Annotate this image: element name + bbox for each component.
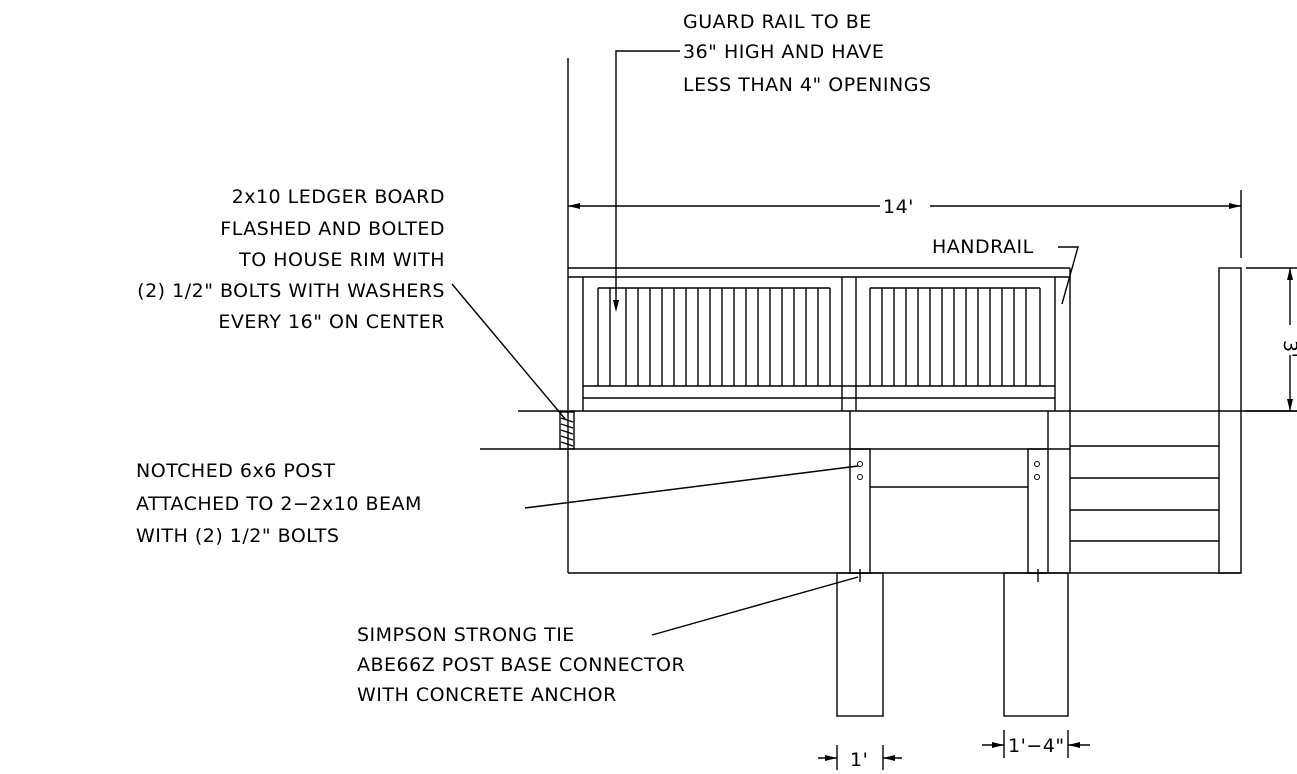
simpson-leader <box>651 576 859 636</box>
dimension-deck-width-label: 14' <box>883 196 914 218</box>
simpson-note: SIMPSON STRONG TIE ABE66Z POST BASE CONN… <box>357 576 859 706</box>
guard-rail-note-line-1: GUARD RAIL TO BE <box>683 11 872 33</box>
guard-rail-note-line-3: LESS THAN 4" OPENINGS <box>683 74 932 96</box>
simpson-note-line-3: WITH CONCRETE ANCHOR <box>357 684 617 706</box>
ledger-note-line-1: 2x10 LEDGER BOARD <box>232 186 445 208</box>
guard-rail-leader <box>615 50 680 308</box>
post-note-line-3: WITH (2) 1/2" BOLTS <box>136 525 339 547</box>
handrail-leader <box>1058 246 1079 305</box>
ledger-leader <box>451 283 567 421</box>
ledger-note-line-4: (2) 1/2" BOLTS WITH WASHERS <box>137 280 445 302</box>
guard-rail-note: GUARD RAIL TO BE 36" HIGH AND HAVE LESS … <box>613 11 932 312</box>
ledger-note-line-3: TO HOUSE RIM WITH <box>238 249 445 271</box>
dimension-deck-width <box>568 190 1242 258</box>
ledger-note-line-2: FLASHED AND BOLTED <box>220 218 445 240</box>
handrail-note-label: HANDRAIL <box>932 236 1034 258</box>
dimension-footing-1 <box>818 745 902 770</box>
dimension-footing-2 <box>982 730 1090 758</box>
guard-rail <box>568 267 1071 573</box>
dimension-stair-height <box>1246 267 1297 412</box>
post-note-line-1: NOTCHED 6x6 POST <box>136 460 335 482</box>
stairs <box>1070 267 1242 574</box>
post-note: NOTCHED 6x6 POST ATTACHED TO 2−2x10 BEAM… <box>136 460 859 547</box>
post-note-line-2: ATTACHED TO 2−2x10 BEAM <box>136 493 422 515</box>
dimension-stair-height-label: 3' <box>1279 340 1297 358</box>
dimension-footing-2-label: 1'−4" <box>1008 735 1065 757</box>
ledger-note-line-5: EVERY 16" ON CENTER <box>218 311 445 333</box>
handrail-note: HANDRAIL <box>932 236 1079 305</box>
footings <box>836 569 1069 717</box>
deck-frame <box>567 411 1241 574</box>
ledger-note: 2x10 LEDGER BOARD FLASHED AND BOLTED TO … <box>137 186 567 421</box>
dimension-footing-1-label: 1' <box>850 749 868 771</box>
guard-rail-note-line-2: 36" HIGH AND HAVE <box>683 41 884 63</box>
post-leader <box>524 465 859 509</box>
simpson-note-line-1: SIMPSON STRONG TIE <box>357 624 575 646</box>
ledger-bolts <box>559 411 575 450</box>
simpson-note-line-2: ABE66Z POST BASE CONNECTOR <box>357 654 685 676</box>
